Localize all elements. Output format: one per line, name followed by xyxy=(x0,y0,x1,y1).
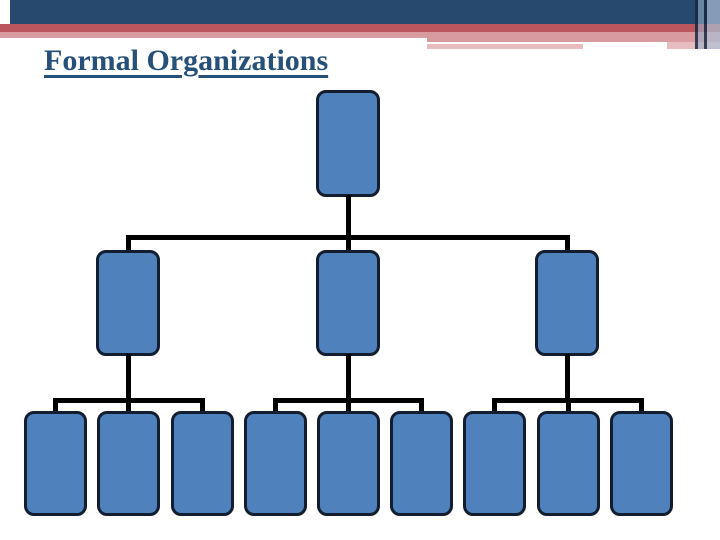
org-node-bottom-6 xyxy=(390,411,453,516)
header-corner-stripe xyxy=(707,0,720,49)
org-node-bottom-5 xyxy=(317,411,380,516)
connector-level1-stub xyxy=(125,235,131,252)
header-pink-stripe-right xyxy=(427,32,720,42)
connector-bracket-stub xyxy=(639,398,644,413)
connector-level1-stub xyxy=(345,235,351,252)
org-node-bottom-4 xyxy=(244,411,307,516)
header-corner-stripe xyxy=(698,0,704,49)
org-node-bottom-2 xyxy=(97,411,160,516)
org-node-bottom-3 xyxy=(171,411,234,516)
header-corner-stripe xyxy=(695,0,698,49)
connector-bracket-stub xyxy=(126,398,131,413)
org-node-bottom-9 xyxy=(610,411,673,516)
connector-top-vertical xyxy=(345,195,351,250)
connector-bracket-stub xyxy=(492,398,497,413)
header-pale-pink-stripe-right xyxy=(667,42,720,49)
connector-level2-vertical xyxy=(125,354,131,403)
connector-level2-vertical xyxy=(345,354,351,403)
connector-level2-vertical xyxy=(564,354,570,403)
connector-bracket-stub xyxy=(200,398,205,413)
connector-bracket-stub xyxy=(419,398,424,413)
header-pink-stripe xyxy=(0,32,720,38)
header-corner-stripe xyxy=(704,0,707,49)
header-red-stripe xyxy=(0,24,720,32)
header-pale-pink-stripe xyxy=(427,44,583,49)
connector-bracket-stub xyxy=(53,398,58,413)
org-node-mid-1 xyxy=(96,250,160,356)
slide-title: Formal Organizations xyxy=(44,44,329,77)
org-node-bottom-1 xyxy=(24,411,87,516)
connector-bracket-stub xyxy=(566,398,571,413)
connector-bracket-stub xyxy=(346,398,351,413)
header-red-stripe-right xyxy=(427,24,720,33)
org-node-bottom-7 xyxy=(463,411,526,516)
org-node-mid-3 xyxy=(535,250,599,356)
org-node-top-1 xyxy=(316,90,380,197)
org-node-mid-2 xyxy=(316,250,380,356)
org-node-bottom-8 xyxy=(537,411,600,516)
connector-level1-stub xyxy=(564,235,570,252)
connector-bracket-stub xyxy=(273,398,278,413)
header-navy-bar xyxy=(10,0,720,24)
